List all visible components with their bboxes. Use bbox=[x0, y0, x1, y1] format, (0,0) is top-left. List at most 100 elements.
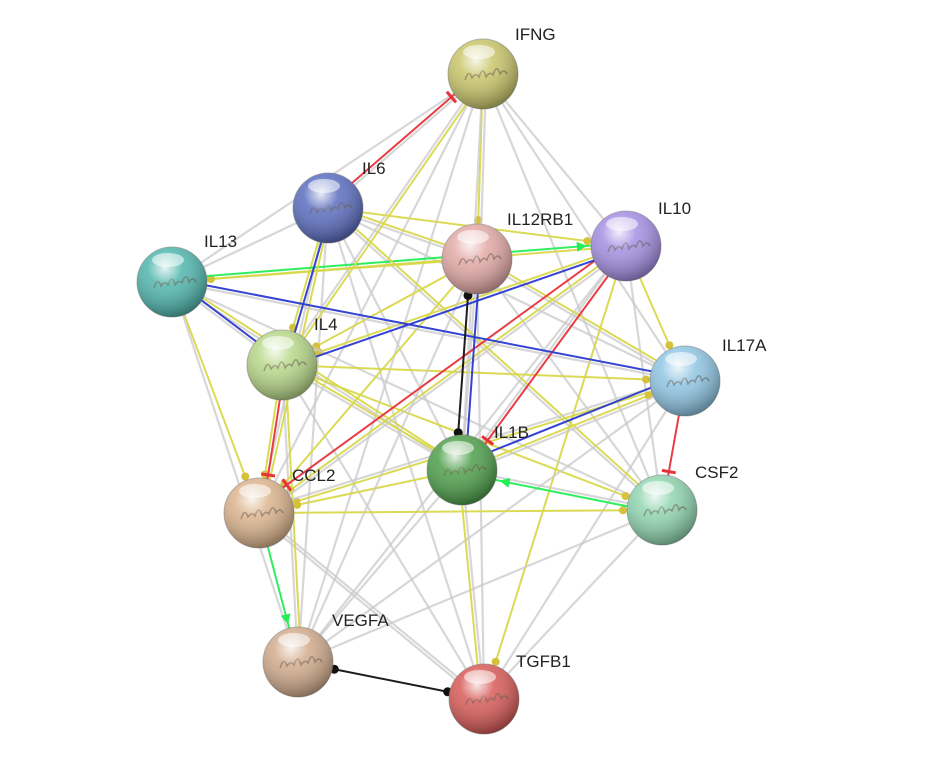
node-label-il12rb1: IL12RB1 bbox=[507, 210, 573, 229]
edge-il17a-il1b-association[interactable] bbox=[462, 382, 687, 474]
edge-il1b-vegfa-association[interactable] bbox=[297, 469, 463, 663]
node-il13[interactable]: IL13 bbox=[136, 232, 237, 318]
edge-ifng-il4-expression[interactable] bbox=[283, 75, 487, 368]
edge-il17a-il1b-binding[interactable] bbox=[459, 374, 683, 465]
edge-il13-il1b-expression[interactable] bbox=[173, 278, 465, 469]
inhibition-bar-il10-ccl2 bbox=[281, 478, 293, 492]
edge-il12rb1-il17a-expression[interactable] bbox=[478, 255, 688, 380]
node-highlight bbox=[152, 253, 184, 267]
edge-csf2-vegfa-association[interactable] bbox=[297, 508, 663, 664]
edge-il17a-tgfb1-association[interactable] bbox=[483, 380, 686, 700]
expression-dot-il1b-ccl2 bbox=[293, 500, 302, 509]
edge-ifng-il10-association[interactable] bbox=[482, 73, 627, 247]
edge-il10-il1b-inhibition[interactable] bbox=[463, 247, 630, 473]
edge-il6-il1b-association[interactable] bbox=[327, 207, 463, 471]
node-highlight bbox=[442, 441, 474, 455]
node-il10[interactable]: IL10 bbox=[590, 199, 691, 282]
edge-il12rb1-vegfa-association[interactable] bbox=[296, 258, 479, 663]
expression-dot-il4-il17a bbox=[642, 375, 651, 384]
node-highlight bbox=[606, 217, 638, 231]
edge-il10-il1b-association[interactable] bbox=[461, 245, 627, 471]
edge-il1b-tgfb1-association[interactable] bbox=[460, 469, 486, 700]
edge-il4-tgfb1-association[interactable] bbox=[281, 364, 485, 700]
edge-il6-tgfb1-association[interactable] bbox=[326, 207, 486, 700]
edge-il6-vegfa-association[interactable] bbox=[296, 207, 330, 663]
arrowhead-csf2-il1b bbox=[499, 477, 511, 488]
edge-il12rb1-ccl2-expression[interactable] bbox=[258, 258, 478, 514]
edge-il10-ccl2-inhibition[interactable] bbox=[254, 240, 623, 509]
node-gloss bbox=[442, 224, 512, 294]
node-ifng[interactable]: IFNG bbox=[447, 25, 556, 110]
node-label-il1b: IL1B bbox=[494, 423, 529, 442]
edge-il4-il17a-expression[interactable] bbox=[281, 364, 686, 382]
edge-ifng-vegfa-association[interactable] bbox=[296, 73, 485, 663]
edge-il10-ccl2-expression[interactable] bbox=[258, 245, 627, 514]
edge-csf2-tgfb1-association[interactable] bbox=[483, 509, 663, 700]
expression-dot-il10-il17a bbox=[665, 341, 674, 350]
edge-layer bbox=[170, 70, 688, 703]
inhibition-bar-il4-ccl2 bbox=[261, 472, 276, 478]
edge-il10-tgfb1-expression[interactable] bbox=[483, 245, 627, 700]
node-label-ifng: IFNG bbox=[515, 25, 556, 44]
edge-ifng-il17a-association[interactable] bbox=[482, 73, 686, 382]
edge-il10-il4-binding[interactable] bbox=[282, 248, 628, 369]
node-gloss bbox=[650, 346, 720, 416]
edge-ccl2-tgfb1-association[interactable] bbox=[258, 512, 485, 700]
node-highlight bbox=[463, 45, 495, 59]
node-ccl2[interactable]: CCL2 bbox=[223, 466, 335, 549]
node-csf2[interactable]: CSF2 bbox=[626, 463, 738, 546]
arrowhead-ccl2-vegfa bbox=[280, 613, 291, 625]
edge-il6-il17a-association[interactable] bbox=[327, 207, 686, 382]
node-highlight bbox=[464, 670, 496, 684]
edge-il13-il17a-association[interactable] bbox=[171, 280, 686, 383]
inhibition-bar-il6-ifng bbox=[445, 90, 458, 104]
node-gloss bbox=[137, 247, 207, 317]
edge-tgfb1-il1b-expression[interactable] bbox=[457, 470, 482, 700]
node-il12rb1[interactable]: IL12RB1 bbox=[441, 210, 573, 295]
edge-il6-csf2-expression[interactable] bbox=[329, 204, 665, 509]
node-highlight bbox=[262, 336, 294, 350]
node-label-vegfa: VEGFA bbox=[332, 611, 389, 630]
expression-dot-il13-ccl2 bbox=[241, 472, 250, 481]
edge-il12rb1-csf2-association[interactable] bbox=[476, 258, 663, 511]
edge-ifng-il4-association[interactable] bbox=[281, 73, 484, 366]
node-il4[interactable]: IL4 bbox=[246, 315, 338, 401]
node-il17a[interactable]: IL17A bbox=[649, 336, 767, 417]
edge-il13-il10-activation[interactable] bbox=[171, 241, 626, 280]
node-vegfa[interactable]: VEGFA bbox=[262, 611, 389, 698]
node-highlight bbox=[308, 179, 340, 193]
node-label-tgfb1: TGFB1 bbox=[516, 652, 571, 671]
node-highlight bbox=[642, 481, 674, 495]
node-tgfb1[interactable]: TGFB1 bbox=[448, 652, 571, 735]
edge-il6-csf2-association[interactable] bbox=[327, 207, 663, 511]
node-label-il13: IL13 bbox=[204, 232, 237, 251]
edge-ccl2-csf2-expression[interactable] bbox=[258, 509, 663, 514]
expression-dot-ccl2-csf2 bbox=[619, 506, 628, 515]
edge-il17a-vegfa-association[interactable] bbox=[297, 380, 686, 663]
expression-dot-il6-il10 bbox=[583, 237, 592, 246]
edge-il12rb1-il17a-association[interactable] bbox=[476, 258, 686, 382]
node-gloss bbox=[627, 475, 697, 545]
edge-il10-il4-expression[interactable] bbox=[281, 245, 627, 366]
edge-il10-ccl2-association[interactable] bbox=[260, 247, 629, 517]
node-il1b[interactable]: IL1B bbox=[426, 423, 529, 506]
node-label-csf2: CSF2 bbox=[695, 463, 738, 482]
node-gloss bbox=[427, 435, 497, 505]
node-il6[interactable]: IL6 bbox=[292, 159, 386, 244]
edge-il13-vegfa-association[interactable] bbox=[170, 281, 300, 663]
node-label-ccl2: CCL2 bbox=[292, 466, 335, 485]
edge-il13-il17a-binding[interactable] bbox=[172, 277, 686, 379]
edge-il10-il13-expression[interactable] bbox=[171, 245, 627, 283]
node-gloss bbox=[224, 478, 294, 548]
edge-ifng-csf2-association[interactable] bbox=[481, 73, 664, 511]
node-highlight bbox=[239, 484, 271, 498]
node-gloss bbox=[247, 330, 317, 400]
node-label-il17a: IL17A bbox=[722, 336, 767, 355]
expression-dot-il10-tgfb1 bbox=[491, 657, 500, 666]
node-gloss bbox=[449, 664, 519, 734]
node-gloss bbox=[293, 173, 363, 243]
node-gloss bbox=[448, 39, 518, 109]
node-label-il4: IL4 bbox=[314, 315, 338, 334]
